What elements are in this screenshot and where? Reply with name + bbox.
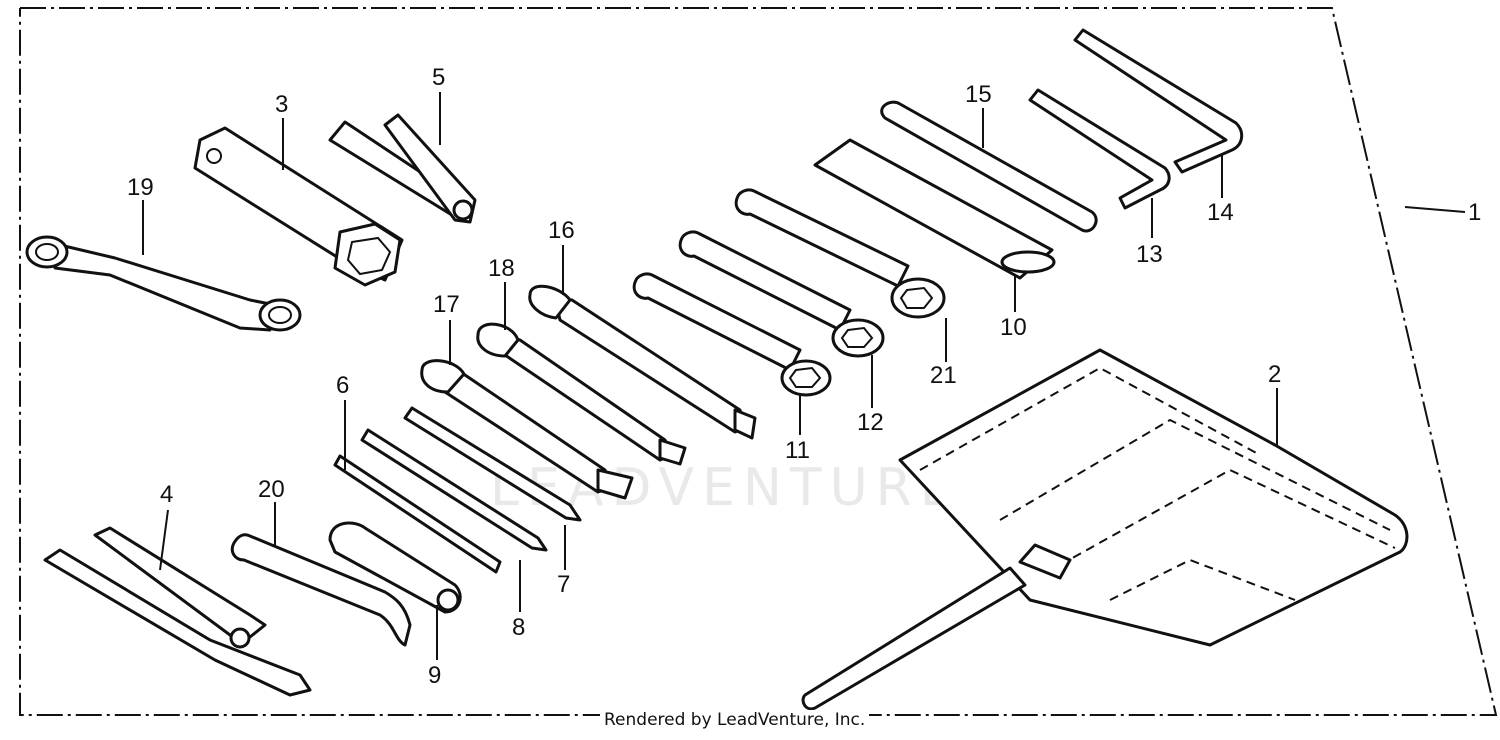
part-2-tool-bag [801,348,1409,711]
callout-20: 20 [258,476,285,503]
callout-3: 3 [275,91,288,118]
part-10-flat-handle [813,138,1056,280]
callout-21: 21 [930,362,957,389]
part-4-pliers [43,526,312,697]
callout-10: 10 [1000,314,1027,341]
part-8-screwdriver [360,428,548,552]
part-6-screwdriver [333,454,502,574]
part-3-socket-wrench [193,126,404,287]
part-18-open-end-wrench [476,322,687,466]
part-7-screwdriver [403,406,582,522]
part-9-screwdriver-handle [328,521,462,614]
callout-2: 2 [1268,361,1281,388]
callout-18: 18 [488,255,515,282]
callout-16: 16 [548,217,575,244]
part-20-pin-spanner [230,533,412,647]
callout-11: 11 [785,437,810,464]
callout-15: 15 [965,81,992,108]
callout-9: 9 [428,662,441,689]
part-12-hex-wrench [678,230,885,358]
credit-text: Rendered by LeadVenture, Inc. [600,710,870,730]
part-16-open-end-wrench [528,284,757,440]
part-14-hex-key [1073,28,1244,174]
leader-lines [142,92,1466,660]
part-21-hex-wrench [734,188,946,319]
callout-4: 4 [160,481,173,508]
callout-14: 14 [1207,199,1234,226]
callout-13: 13 [1136,241,1163,268]
part-13-hex-key [1028,88,1171,210]
callout-17: 17 [433,291,460,318]
part-5-feeler-gauge [328,113,477,224]
callout-numbers: 1 2 3 4 5 6 7 8 9 10 11 12 13 14 15 16 1… [127,64,1481,689]
callout-19: 19 [127,174,154,201]
callout-8: 8 [512,614,525,641]
part-15-extension-bar [880,100,1098,233]
callout-7: 7 [557,571,570,598]
kit-frame [19,7,1498,716]
callout-1: 1 [1468,199,1481,226]
part-17-open-end-wrench [420,359,634,500]
part-11-hex-wrench [632,272,832,397]
callout-6: 6 [336,372,349,399]
callout-5: 5 [432,64,445,91]
part-19-offset-box-wrench [25,235,302,332]
callout-12: 12 [857,409,884,436]
